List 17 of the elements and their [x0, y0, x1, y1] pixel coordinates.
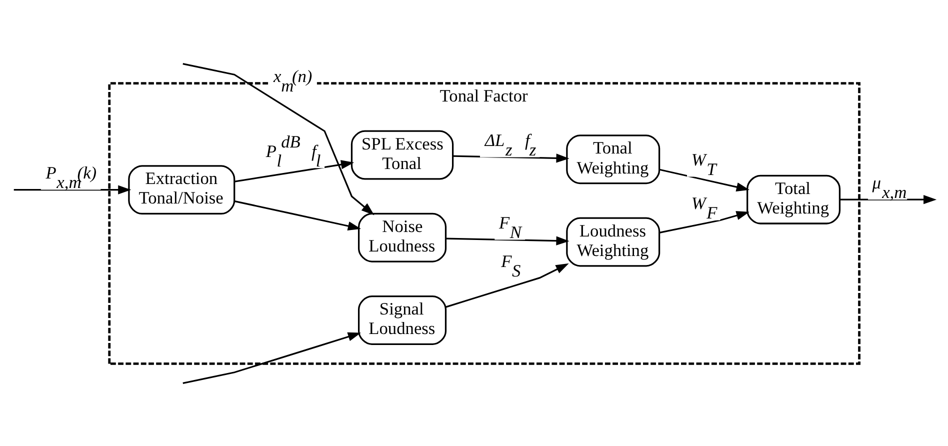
node-box: Extraction Tonal/Noise: [128, 164, 236, 214]
node-box: Signal Loudness: [358, 295, 447, 344]
node-box: Noise Loudness: [358, 212, 447, 262]
node-box: SPL Excess Tonal: [350, 130, 454, 180]
arrow: [14, 184, 132, 194]
arrow: [659, 210, 750, 233]
arrow: [659, 168, 750, 191]
node-box: Total Weighting: [746, 174, 841, 224]
node-box: Tonal Weighting: [566, 134, 660, 184]
arrow: [446, 236, 570, 245]
arrow: [234, 160, 354, 182]
arrow: [452, 153, 570, 162]
arrow: [182, 332, 361, 384]
arrow: [446, 262, 569, 308]
node-box: Loudness Weighting: [566, 216, 660, 266]
arrow: [840, 194, 937, 204]
arrow: [234, 200, 361, 230]
